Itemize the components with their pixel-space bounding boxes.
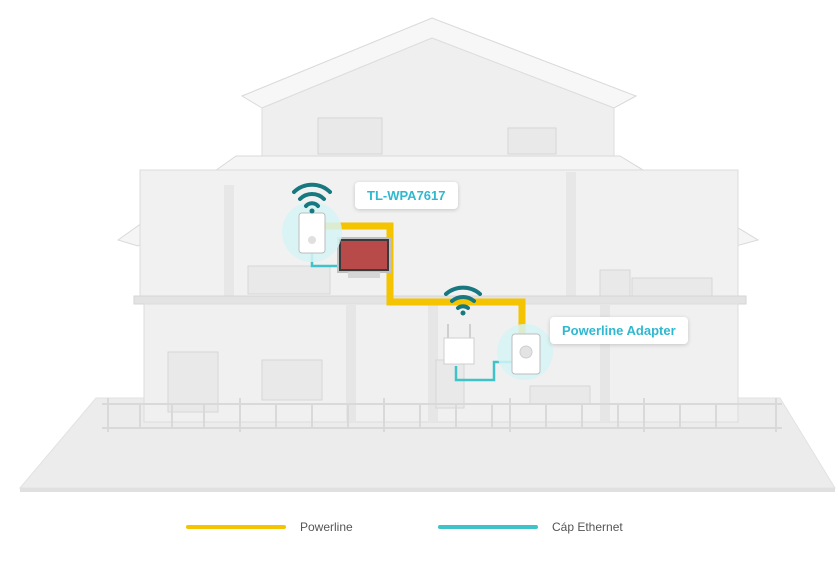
- legend-swatch-powerline: [186, 525, 286, 529]
- powerline-adapter-icon: [497, 324, 553, 380]
- device-label-top: TL-WPA7617: [355, 182, 458, 209]
- legend-item-powerline: Powerline: [186, 520, 353, 534]
- legend-swatch-ethernet: [438, 525, 538, 529]
- attic: [242, 18, 636, 156]
- device-label-bottom: Powerline Adapter: [550, 317, 688, 344]
- legend-item-ethernet: Cáp Ethernet: [438, 520, 623, 534]
- legend-label-powerline: Powerline: [300, 520, 353, 534]
- legend-label-ethernet: Cáp Ethernet: [552, 520, 623, 534]
- tv-icon: [338, 238, 390, 278]
